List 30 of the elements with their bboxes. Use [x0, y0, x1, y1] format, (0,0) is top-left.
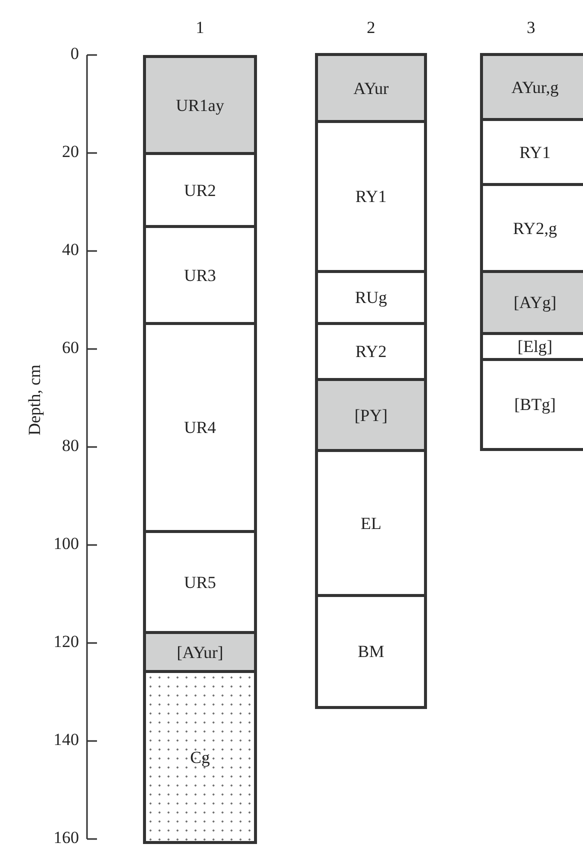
soil-horizon: UR5: [143, 530, 257, 634]
soil-horizon: [AYur]: [143, 631, 257, 673]
soil-horizon: RY2: [315, 322, 427, 381]
column-number: 2: [366, 18, 376, 38]
soil-horizon: [AYg]: [480, 270, 583, 335]
tick-label: 20: [62, 142, 79, 162]
tick-label: 0: [70, 44, 79, 64]
column-number: 3: [526, 18, 536, 38]
soil-horizon: Cg: [143, 670, 257, 844]
axis-title: Depth, cm: [25, 364, 45, 438]
soil-horizon: AYur: [315, 53, 427, 123]
tick-label: 140: [54, 730, 79, 750]
soil-horizon: [BTg]: [480, 358, 583, 451]
tick-label: 80: [62, 436, 79, 456]
soil-horizon: BM: [315, 594, 427, 709]
tick-label: 120: [54, 632, 79, 652]
soil-horizon: UR4: [143, 322, 257, 533]
tick-label: 60: [62, 338, 79, 358]
column-number: 1: [194, 18, 206, 38]
soil-horizon: UR2: [143, 152, 257, 228]
tick-label: 160: [54, 828, 79, 846]
soil-horizon: RUg: [315, 270, 427, 325]
soil-horizon: AYur,g: [480, 53, 583, 121]
soil-horizon: EL: [315, 449, 427, 597]
tick-label: 100: [54, 534, 79, 554]
soil-horizon: UR3: [143, 225, 257, 325]
soil-horizon: UR1ay: [143, 55, 257, 155]
soil-horizon: [PY]: [315, 378, 427, 452]
tick-label: 40: [62, 240, 79, 260]
soil-horizon: RY1: [315, 120, 427, 273]
